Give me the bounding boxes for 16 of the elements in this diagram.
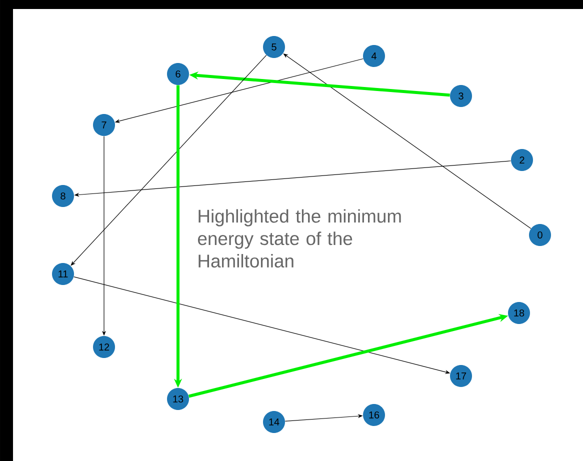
graph-node: 8	[52, 185, 74, 207]
graph-node: 13	[167, 388, 189, 410]
graph-node: 7	[93, 114, 115, 136]
graph-node: 14	[263, 411, 285, 433]
graph-node: 6	[167, 63, 189, 85]
graph-node: 16	[363, 404, 385, 426]
graph-node: 17	[450, 365, 472, 387]
graph-node: 5	[263, 36, 285, 58]
annotation-text: Highlighted the minimum energy state of the Hamiltonian	[198, 209, 401, 268]
graph-node: 3	[450, 85, 472, 107]
graph-node: 0	[529, 224, 551, 246]
graph-node: 4	[363, 45, 385, 67]
graph-node: 2	[511, 149, 533, 171]
graph-node: 18	[508, 302, 530, 324]
graph-node: 12	[93, 336, 115, 358]
graph-node: 11	[52, 263, 74, 285]
